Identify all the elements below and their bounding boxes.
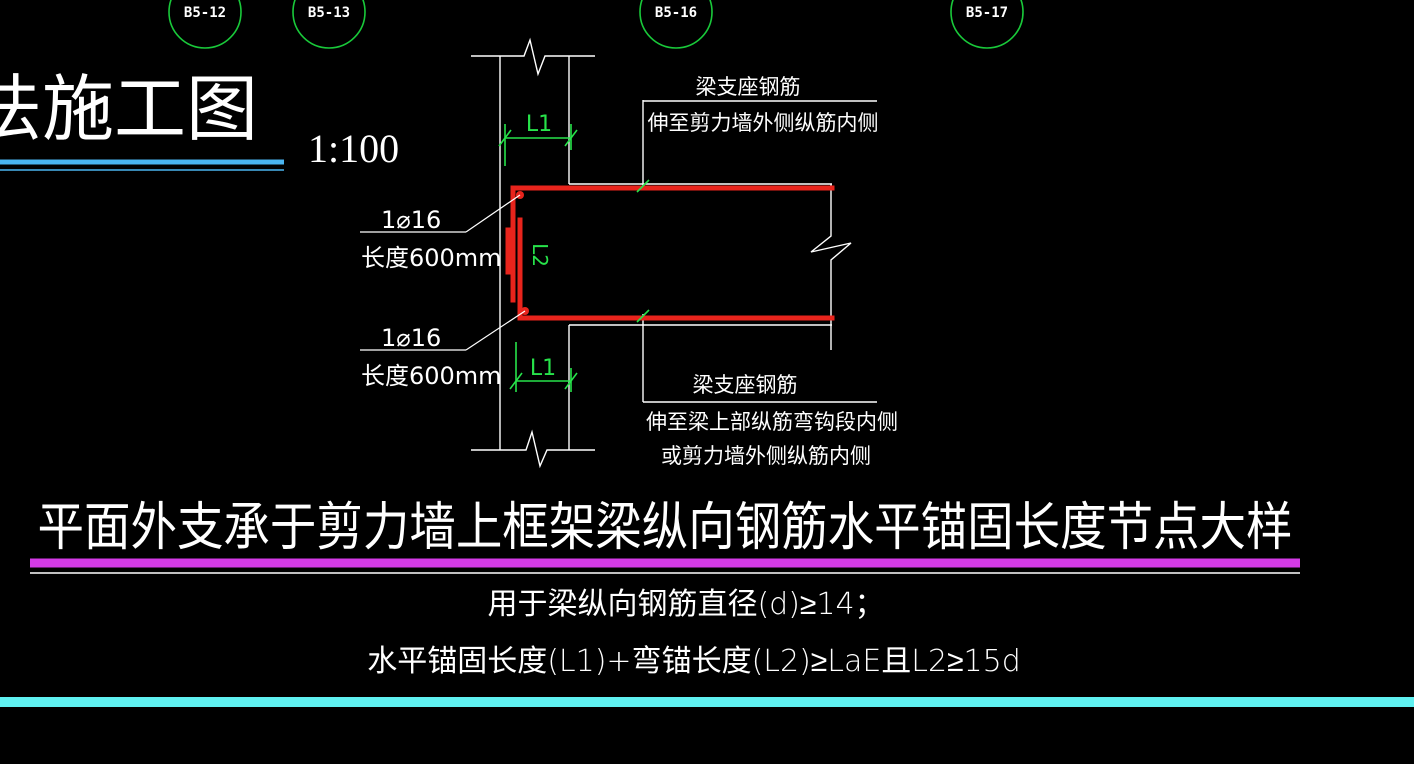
note-bottom-line1: 梁支座钢筋 xyxy=(693,373,798,397)
rebar-callout-bottom-length: 长度600mm xyxy=(361,362,502,390)
dimension-l1-bottom-label: L1 xyxy=(530,356,556,381)
note-bottom-line3: 或剪力墙外侧纵筋内侧 xyxy=(661,444,871,468)
note-bottom-line2: 伸至梁上部纵筋弯钩段内侧 xyxy=(646,410,898,434)
detail-title: 平面外支承于剪力墙上框架梁纵向钢筋水平锚固长度节点大样 xyxy=(38,498,1293,558)
rebar-callout-bottom-size: 1⌀16 xyxy=(381,324,441,352)
axis-bubble: B5-17 xyxy=(950,0,1024,49)
axis-bubble: B5-12 xyxy=(168,0,242,49)
rebar-callout-top-length: 长度600mm xyxy=(361,244,502,272)
note-top-line2: 伸至剪力墙外侧纵筋内侧 xyxy=(648,111,879,135)
axis-bubble: B5-13 xyxy=(292,0,366,49)
rebar-callout-bottom xyxy=(360,310,526,351)
frame-band xyxy=(0,697,1414,707)
beam-outline xyxy=(569,100,877,403)
axis-bubble-label: B5-12 xyxy=(184,5,226,21)
drawing-title: 平法施工图 xyxy=(0,67,258,151)
axis-bubble-label: B5-17 xyxy=(966,5,1008,21)
scale-label: 1:100 xyxy=(308,126,399,171)
rebar xyxy=(505,185,835,321)
note-top-line1: 梁支座钢筋 xyxy=(696,75,801,99)
dimension-l1-top xyxy=(498,124,578,166)
axis-bubble-label: B5-13 xyxy=(308,5,350,21)
axis-bubble-label: B5-16 xyxy=(655,5,697,21)
condition-line1: 用于梁纵向钢筋直径(d)≥14； xyxy=(487,587,884,622)
condition-line2: 水平锚固长度(L1)+弯锚长度(L2)≥LaE且L2≥15d xyxy=(367,644,1021,679)
dimension-tick xyxy=(636,179,650,323)
dimension-l2-label: L2 xyxy=(528,243,552,267)
rebar-callout-top-size: 1⌀16 xyxy=(381,206,441,234)
shear-wall xyxy=(471,37,595,469)
axis-bubble: B5-16 xyxy=(639,0,713,49)
dimension-l1-bottom xyxy=(509,342,578,392)
dimension-l1-top-label: L1 xyxy=(526,112,552,137)
rebar-callout-top xyxy=(360,194,521,233)
